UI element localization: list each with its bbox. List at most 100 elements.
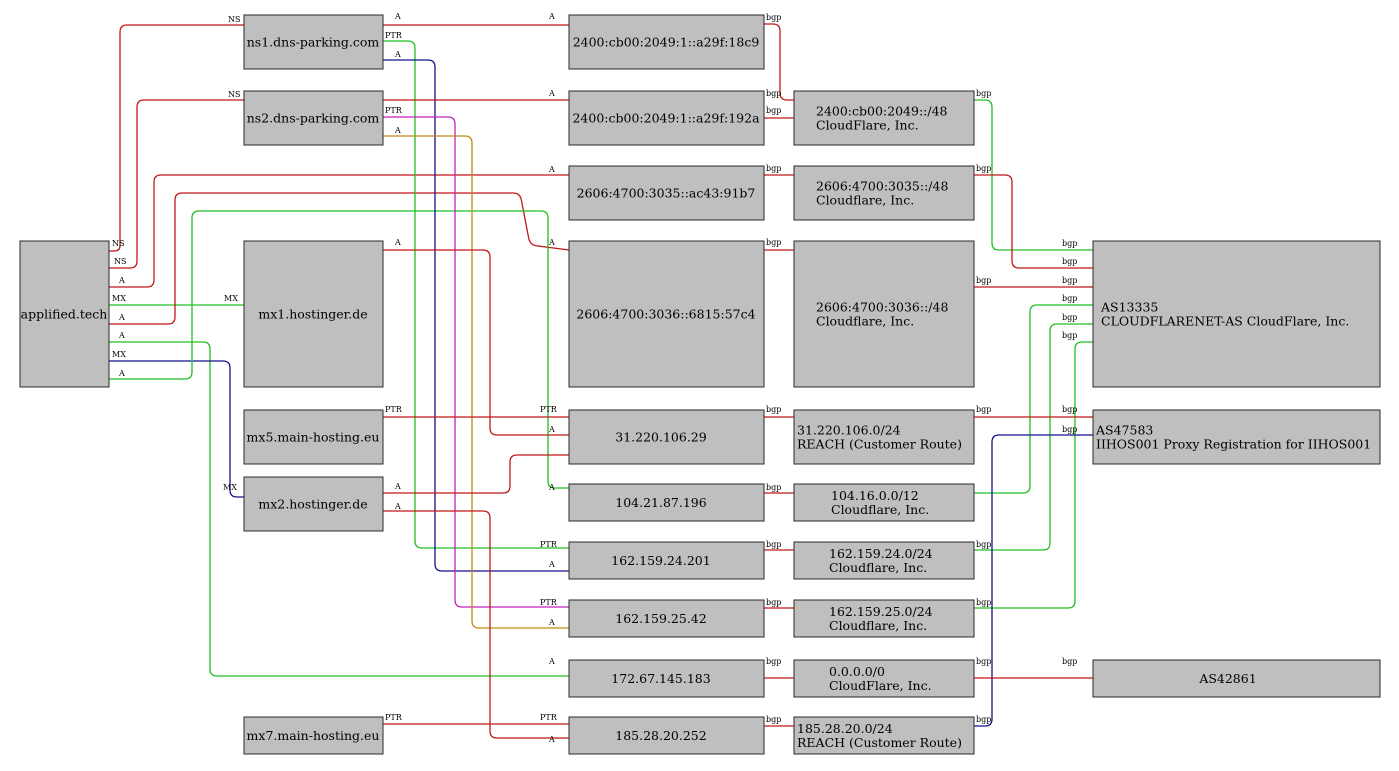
edge-label-bgp: bgp — [976, 276, 991, 285]
nodes-layer: applified.tech ns1.dns-parking.com ns2.dns… — [19, 14, 1381, 755]
edge-label-a: A — [394, 12, 401, 21]
node-ip6c-label-0: 2606:4700:3035::ac43:91b7 — [577, 186, 756, 201]
node-mx7[interactable]: mx7.main-hosting.eu — [243, 716, 384, 755]
edge-2 — [109, 174, 569, 288]
node-as3-label-0: AS42861 — [1198, 671, 1256, 686]
edge-label-bgp: bgp — [1062, 276, 1077, 285]
node-ip4b-box — [568, 483, 765, 522]
node-mx2[interactable]: mx2.hostinger.de — [243, 476, 384, 532]
edge-9 — [383, 40, 569, 549]
node-mx5-box — [243, 409, 384, 465]
node-ns1[interactable]: ns1.dns-parking.com — [243, 14, 384, 70]
edge-label-mx: MX — [112, 350, 126, 359]
edge-label-ptr: PTR — [540, 540, 558, 549]
edge-label-a: A — [118, 369, 125, 378]
edge-label-bgp: bgp — [766, 405, 781, 414]
node-mx7-label-0: mx7.main-hosting.eu — [247, 728, 380, 743]
edge-label-a: A — [118, 276, 125, 285]
edge-32 — [974, 304, 1093, 494]
node-applied[interactable]: applified.tech — [19, 240, 110, 388]
edge-label-bgp: bgp — [766, 106, 781, 115]
node-ns2[interactable]: ns2.dns-parking.com — [243, 90, 384, 146]
node-pfx4-label-1: REACH (Customer Route) — [797, 437, 962, 452]
edge-label-a: A — [548, 618, 555, 627]
edge-label-ptr: PTR — [385, 405, 403, 414]
edge-1 — [109, 99, 244, 269]
edge-label-bgp: bgp — [1062, 405, 1077, 414]
node-ip6c[interactable]: 2606:4700:3035::ac43:91b7 — [568, 165, 765, 221]
node-ip4c[interactable]: 162.159.24.201 — [568, 541, 765, 580]
edge-label-bgp: bgp — [976, 405, 991, 414]
edge-label-ptr: PTR — [385, 31, 403, 40]
edge-30 — [974, 174, 1093, 269]
edge-label-bgp: bgp — [766, 164, 781, 173]
node-ip6d-label-0: 2606:4700:3036::6815:57c4 — [576, 307, 755, 322]
node-as1-label-0: AS13335 — [1100, 300, 1158, 315]
edge-label-a: A — [548, 89, 555, 98]
edge-label-ns: NS — [228, 90, 240, 99]
edge-0 — [109, 24, 244, 252]
edge-label-bgp: bgp — [766, 89, 781, 98]
node-ip4d-label-0: 162.159.25.42 — [615, 611, 706, 626]
edge-label-a: A — [548, 12, 555, 21]
edges-layer — [109, 23, 1093, 739]
node-pfx1-label-0: 2400:cb00:2049::/48 — [816, 104, 948, 119]
edge-33 — [974, 323, 1093, 551]
edge-label-bgp: bgp — [766, 540, 781, 549]
edge-label-mx: MX — [112, 294, 126, 303]
node-pfx4-box — [793, 409, 975, 465]
edge-label-ptr: PTR — [385, 106, 403, 115]
edge-label-ns: NS — [228, 15, 240, 24]
node-pfx7-label-0: 162.159.25.0/24 — [829, 604, 933, 619]
node-ip4d[interactable]: 162.159.25.42 — [568, 599, 765, 638]
node-ip6a[interactable]: 2400:cb00:2049:1::a29f:18c9 — [568, 14, 765, 70]
node-mx5[interactable]: mx5.main-hosting.eu — [243, 409, 384, 465]
node-mx5-label-0: mx5.main-hosting.eu — [247, 430, 380, 445]
edge-label-a: A — [548, 657, 555, 666]
edge-label-ptr: PTR — [540, 405, 558, 414]
node-pfx2-label-1: Cloudflare, Inc. — [816, 193, 914, 208]
edge-label-mx: MX — [223, 483, 237, 492]
node-ip6b[interactable]: 2400:cb00:2049:1::a29f:192a — [568, 90, 765, 146]
edge-label-bgp: bgp — [1062, 657, 1077, 666]
node-ip4a[interactable]: 31.220.106.29 — [568, 409, 765, 465]
node-ns1-label-0: ns1.dns-parking.com — [247, 35, 380, 50]
edge-label-bgp: bgp — [1062, 331, 1077, 340]
edge-label-a: A — [548, 483, 555, 492]
edge-label-bgp: bgp — [976, 540, 991, 549]
node-ip4e[interactable]: 172.67.145.183 — [568, 659, 765, 698]
node-pfx3-label-1: Cloudflare, Inc. — [816, 314, 914, 329]
node-as2-label-1: IIHOS001 Proxy Registration for IIHOS001 — [1096, 437, 1371, 452]
edge-label-bgp: bgp — [1062, 239, 1077, 248]
node-ip4c-label-0: 162.159.24.201 — [611, 553, 710, 568]
edge-label-bgp: bgp — [976, 164, 991, 173]
node-pfx5-box — [793, 483, 975, 522]
node-ip4a-box — [568, 409, 765, 465]
node-pfx5-label-1: Cloudflare, Inc. — [831, 502, 929, 517]
node-mx1[interactable]: mx1.hostinger.de — [243, 240, 384, 388]
node-pfx9-label-1: REACH (Customer Route) — [797, 735, 962, 750]
node-as3[interactable]: AS42861 — [1092, 659, 1381, 698]
edge-label-mx: MX — [224, 294, 238, 303]
edge-label-a: A — [394, 50, 401, 59]
edge-label-ns: NS — [114, 257, 126, 266]
node-ip4f[interactable]: 185.28.20.252 — [568, 716, 765, 755]
edge-label-bgp: bgp — [766, 657, 781, 666]
node-ip6b-box — [568, 90, 765, 146]
node-ip4b[interactable]: 104.21.87.196 — [568, 483, 765, 522]
edge-label-bgp: bgp — [976, 715, 991, 724]
node-ip6d[interactable]: 2606:4700:3036::6815:57c4 — [568, 240, 765, 388]
node-ip4f-label-0: 185.28.20.252 — [615, 728, 706, 743]
node-pfx3-label-0: 2606:4700:3036::/48 — [816, 300, 948, 315]
